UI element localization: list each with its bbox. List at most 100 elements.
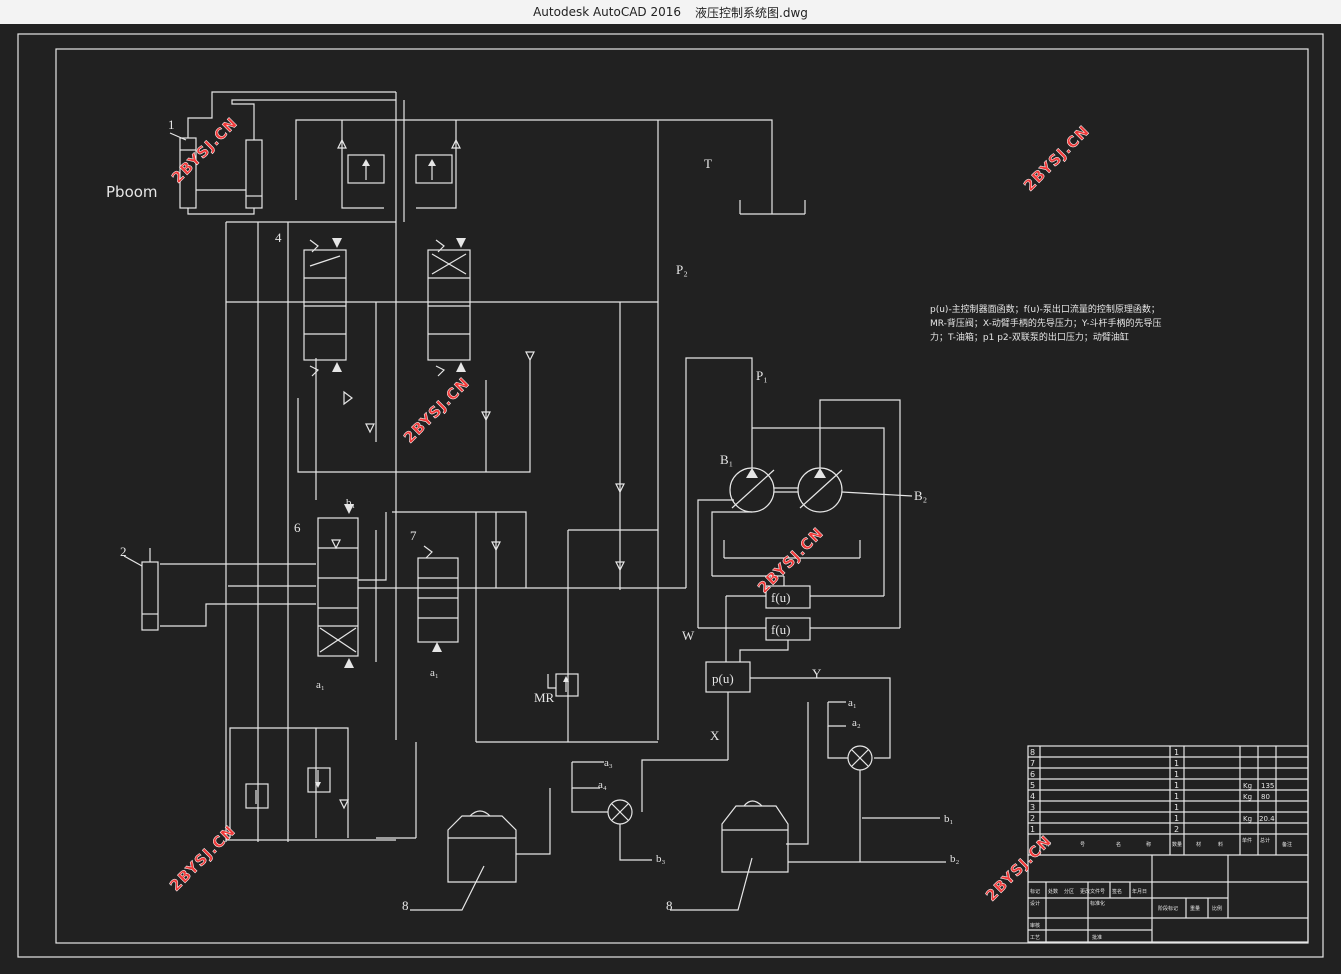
y-label: Y <box>812 666 822 681</box>
row-mat-2: Kg <box>1243 815 1252 823</box>
boom-cylinder-group <box>169 91 396 215</box>
row-qty-6: 1 <box>1174 770 1179 779</box>
row-no-1: 1 <box>1030 825 1035 834</box>
part-number-6: 7 <box>410 528 417 543</box>
row-weight-5: 135 <box>1261 782 1274 790</box>
review-label: 审核 <box>1030 922 1040 929</box>
title-block-rows: 8 7 6 5 4 3 2 1 1 1 1 1 1 1 1 2 Kg Kg Kg… <box>1030 748 1292 941</box>
directional-valve-3 <box>303 238 347 377</box>
manifold-lines <box>160 92 806 842</box>
main-controller-block <box>641 661 891 812</box>
document-name: 液压控制系统图.dwg <box>695 5 808 20</box>
b1-ctrl-label: b₁ <box>944 813 954 825</box>
row-no-2: 2 <box>1030 814 1035 823</box>
row-no-4: 4 <box>1030 792 1035 801</box>
watermark-3: 2BYSJ.CN <box>400 374 473 447</box>
valve-4-a-label: a₁ <box>316 679 325 691</box>
row-no-6: 6 <box>1030 770 1035 779</box>
x-label: X <box>710 728 720 743</box>
standardization-label: 标准化 <box>1090 900 1105 907</box>
drawing-svg: 1 Pboom <box>17 33 1324 958</box>
header-col-name-b: 称 <box>1146 841 1151 848</box>
pilot-lever-8 <box>670 701 946 911</box>
legend-line-3: 力；T-油箱；p1 p2-双联泵的出口压力；动臂油缸 <box>930 331 1129 343</box>
header-col-unit: 单件 <box>1242 837 1252 844</box>
a4-label: a₄ <box>598 779 607 791</box>
sign-row-count: 处数 <box>1048 888 1058 895</box>
w-label: W <box>682 628 695 643</box>
b2-ctrl-label: b₂ <box>950 853 960 865</box>
sign-row-mark: 标记 <box>1030 888 1040 895</box>
scale-label: 比例 <box>1212 905 1222 912</box>
inner-border <box>55 48 1309 944</box>
b2-pump-label: B₂ <box>914 488 927 503</box>
row-qty-5: 1 <box>1174 781 1179 790</box>
tank-label: T <box>704 156 712 171</box>
watermark-2: 2BYSJ.CN <box>1020 122 1093 195</box>
part-number-3: 4 <box>275 230 282 245</box>
sign-row-signature: 签名 <box>1112 888 1122 895</box>
fu-label-2: f(u) <box>771 622 791 637</box>
row-qty-7: 1 <box>1174 759 1179 768</box>
a1-label: a₁ <box>848 697 857 709</box>
part-number-1: 1 <box>168 117 175 132</box>
approve-label: 批准 <box>1092 934 1102 941</box>
legend-line-1: p(u)-主控制器面函数；f(u)-泵出口流量的控制原理函数； <box>930 303 1160 315</box>
header-col-qty: 数量 <box>1172 841 1182 848</box>
sign-row-date: 年月日 <box>1132 888 1147 895</box>
row-mat-4: Kg <box>1243 793 1252 801</box>
flow-control-blocks <box>698 585 900 662</box>
design-label: 设计 <box>1030 900 1040 907</box>
stage-mark-label: 阶段标记 <box>1158 905 1178 912</box>
valve-6-a-label: a₁ <box>430 667 439 679</box>
back-pressure-valve-mr <box>547 673 579 697</box>
mr-label: MR <box>534 690 555 705</box>
row-no-3: 3 <box>1030 803 1035 812</box>
row-no-7: 7 <box>1030 759 1035 768</box>
sign-row-change: 更改文件号 <box>1080 888 1105 895</box>
part-number-8: 8 <box>666 898 673 913</box>
legend-line-2: MR-背压阀；X-动臂手柄的先导压力；Y-斗杆手柄的先导压 <box>930 317 1162 329</box>
row-qty-1: 2 <box>1174 825 1179 834</box>
process-label: 工艺 <box>1030 935 1040 941</box>
header-col-no-a: 序 <box>1046 841 1051 848</box>
title-block <box>1027 745 1309 943</box>
arm-cylinder-2 <box>123 548 159 631</box>
part-number-7: 8 <box>402 898 409 913</box>
header-col-total: 总计 <box>1260 837 1270 844</box>
weight-label: 重量 <box>1190 905 1200 912</box>
check-valves <box>339 351 625 810</box>
a3-label: a₃ <box>604 757 613 769</box>
pilot-lever-7 <box>410 761 652 911</box>
watermark-6: 2BYSJ.CN <box>982 832 1055 905</box>
b3-label: b₃ <box>656 853 666 865</box>
header-col-note: 备注 <box>1282 841 1292 848</box>
relief-valves-top <box>337 120 461 209</box>
directional-valve-4 <box>317 504 359 668</box>
p2-label: P₂ <box>676 262 688 277</box>
row-qty-8: 1 <box>1174 748 1179 757</box>
row-weight-4: 80 <box>1261 793 1270 801</box>
valve-4-b-label: b₁ <box>346 497 356 509</box>
pu-label: p(u) <box>712 671 734 686</box>
header-col-mat-b: 料 <box>1218 841 1223 848</box>
outer-border <box>17 33 1324 958</box>
p1-label: P₁ <box>756 368 768 383</box>
fu-label-1: f(u) <box>771 590 791 605</box>
sign-row-zone: 分区 <box>1064 888 1074 895</box>
row-no-8: 8 <box>1030 748 1035 757</box>
cad-model-space[interactable]: 1 Pboom <box>0 24 1341 974</box>
header-col-mat-a: 材 <box>1196 841 1201 848</box>
row-qty-4: 1 <box>1174 792 1179 801</box>
row-mat-5: Kg <box>1243 782 1252 790</box>
header-col-no-b: 号 <box>1080 842 1085 848</box>
row-no-5: 5 <box>1030 781 1035 790</box>
row-qty-2: 1 <box>1174 814 1179 823</box>
directional-valve-2nd <box>427 238 471 377</box>
pboom-label: Pboom <box>106 183 158 201</box>
watermark-5: 2BYSJ.CN <box>166 822 239 895</box>
row-weight-2: 20.4 <box>1259 815 1275 823</box>
watermark-1: 2BYSJ.CN <box>168 114 241 187</box>
a2-label: a₂ <box>852 717 861 729</box>
row-qty-3: 1 <box>1174 803 1179 812</box>
